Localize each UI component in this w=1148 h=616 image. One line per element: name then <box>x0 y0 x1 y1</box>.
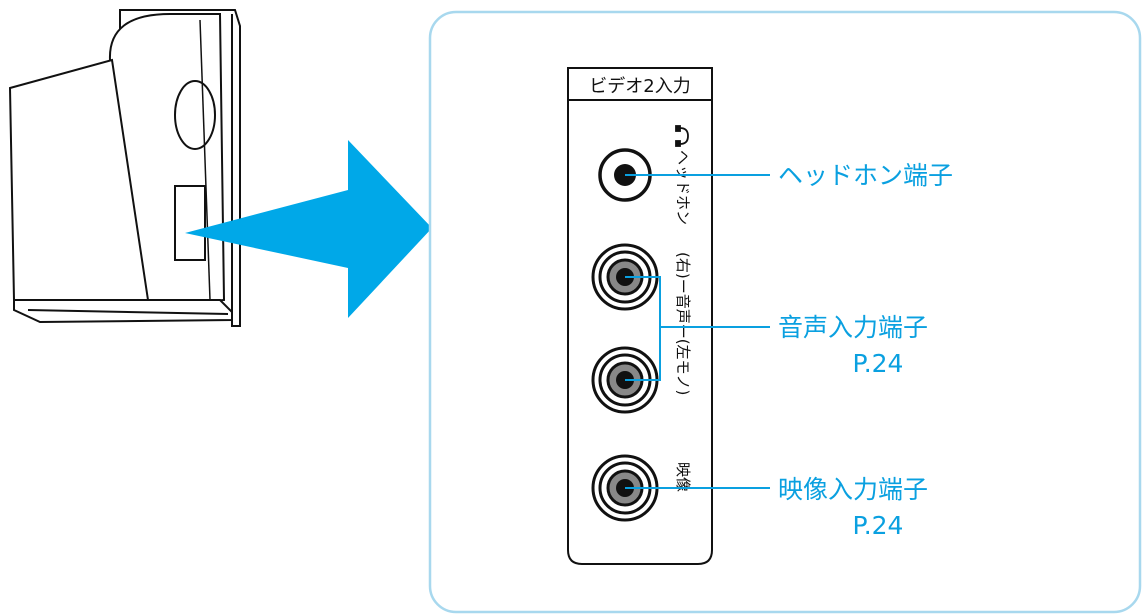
panel-title: ビデオ2入力 <box>589 76 690 97</box>
terminal-panel: ビデオ2入力 <box>567 67 713 565</box>
audio-callout-page: P.24 <box>853 349 904 378</box>
headphone-callout-label: ヘッドホン端子 <box>778 161 953 190</box>
audio-callout-label: 音声入力端子 <box>778 313 928 342</box>
video-side-label: 映像 <box>674 462 692 492</box>
video-callout-label: 映像入力端子 <box>778 475 928 504</box>
zoom-arrow <box>185 140 432 318</box>
video-callout-page: P.24 <box>853 511 904 540</box>
headphone-side-label: ヘッドホン <box>674 150 692 225</box>
leader-lines <box>625 174 770 489</box>
audio-side-label: (右)ー音声ー(左モノ) <box>674 252 692 395</box>
device-side-view <box>8 9 241 327</box>
zoom-frame <box>428 10 1142 614</box>
headphone-icon <box>675 125 689 147</box>
